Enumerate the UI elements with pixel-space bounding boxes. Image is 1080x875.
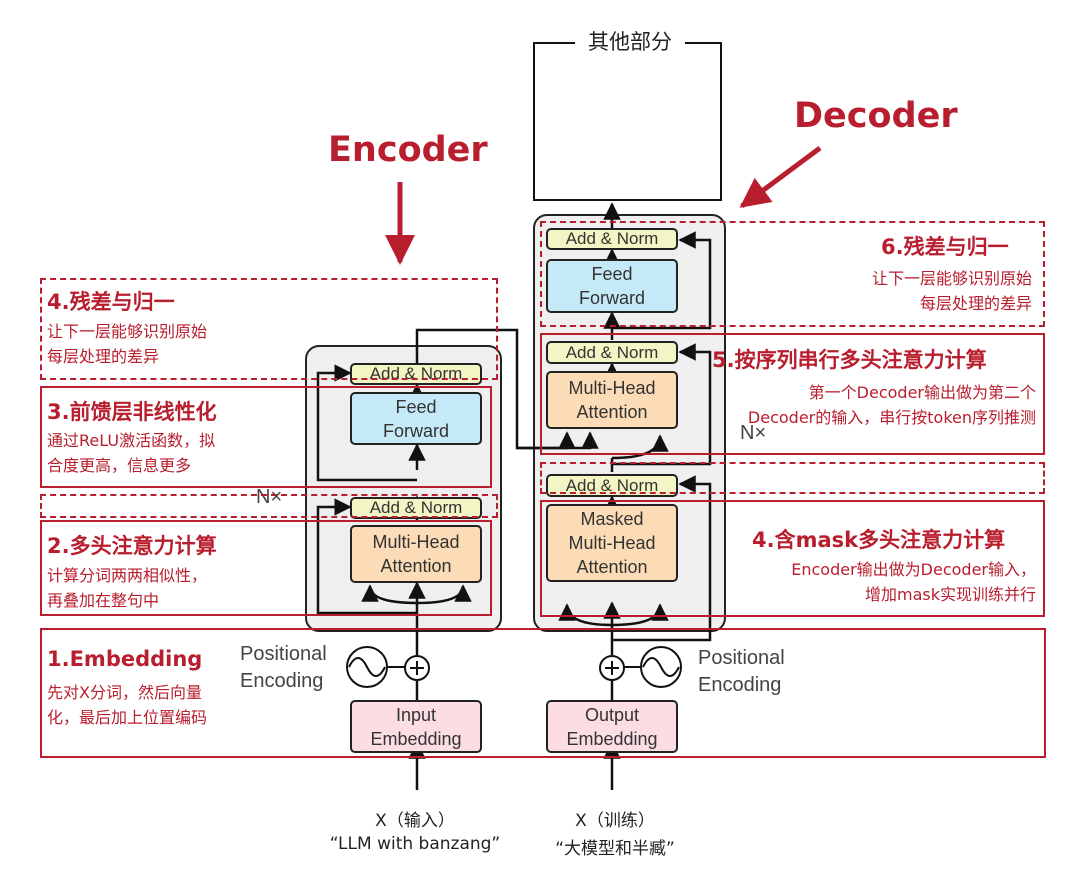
encoder-input-label: X（输入）	[375, 811, 455, 831]
decoder-feed-forward: Feed Forward	[546, 259, 678, 313]
embedding-desc: 先对X分词，然后向量 化，最后加上位置编码	[47, 683, 208, 727]
dec-masked-title: 4.含mask多头注意力计算	[752, 528, 1006, 552]
decoder-input-label: X（训练）	[575, 811, 655, 831]
encoder-add-norm-bottom: Add & Norm	[350, 497, 482, 519]
dec-residual-frame	[540, 221, 1045, 327]
dec-masked-desc: Encoder输出做为Decoder输入， 增加mask实现训练并行	[791, 560, 1036, 604]
embedding-frame	[40, 628, 1046, 758]
dec-serial-desc: 第一个Decoder输出做为第二个 Decoder的输入，串行按token序列推…	[747, 383, 1036, 427]
decoder-add-norm-mid: Add & Norm	[546, 341, 678, 364]
input-embedding: Input Embedding	[350, 700, 482, 753]
enc-ff-desc: 通过ReLU激活函数，拟 合度更高，信息更多	[47, 431, 216, 475]
encoder-multi-head-attention: Multi-Head Attention	[350, 525, 482, 583]
positional-encoding-left: Positional Encoding	[240, 643, 327, 692]
decoder-add-norm-top: Add & Norm	[546, 228, 678, 250]
other-parts-label: 其他部分	[575, 28, 685, 56]
enc-attn-title: 2.多头注意力计算	[47, 534, 217, 558]
dec-serial-frame	[540, 333, 1045, 455]
encoder-title: Encoder	[328, 130, 488, 170]
dec-residual-title: 6.残差与归一	[881, 235, 1009, 259]
encoder-input-text: “LLM with banzang”	[329, 834, 501, 854]
decoder-title: Decoder	[794, 96, 958, 136]
dec-masked-frame	[540, 500, 1045, 617]
enc-attn-desc: 计算分词两两相似性， 再叠加在整句中	[47, 566, 208, 610]
enc-residual-frame	[40, 278, 498, 380]
enc-residual-title: 4.残差与归一	[47, 290, 175, 314]
positional-encoding-right: Positional Encoding	[698, 647, 785, 696]
encoder-nx-label: N×	[256, 486, 283, 508]
decoder-add-norm-bottom: Add & Norm	[546, 474, 678, 497]
dec-residual-desc: 让下一层能够识别原始 每层处理的差异	[871, 269, 1032, 313]
enc-ff-title: 3.前馈层非线性化	[47, 400, 217, 424]
decoder-multi-head-attention: Multi-Head Attention	[546, 371, 678, 429]
dec-addnorm-frame	[540, 462, 1045, 494]
embedding-title: 1.Embedding	[47, 647, 203, 671]
enc-ff-frame	[40, 386, 492, 488]
decoder-nx-label: N×	[740, 422, 767, 444]
encoder-feed-forward: Feed Forward	[350, 392, 482, 445]
output-embedding: Output Embedding	[546, 700, 678, 753]
dec-serial-title: 5.按序列串行多头注意力计算	[712, 348, 987, 372]
enc-residual-desc: 让下一层能够识别原始 每层处理的差异	[47, 322, 208, 366]
enc-attn-frame	[40, 520, 492, 616]
decoder-masked-multi-head-attention: Masked Multi-Head Attention	[546, 504, 678, 582]
decoder-input-text: “大模型和半臧”	[555, 839, 675, 859]
enc-addnorm-frame	[40, 494, 498, 518]
